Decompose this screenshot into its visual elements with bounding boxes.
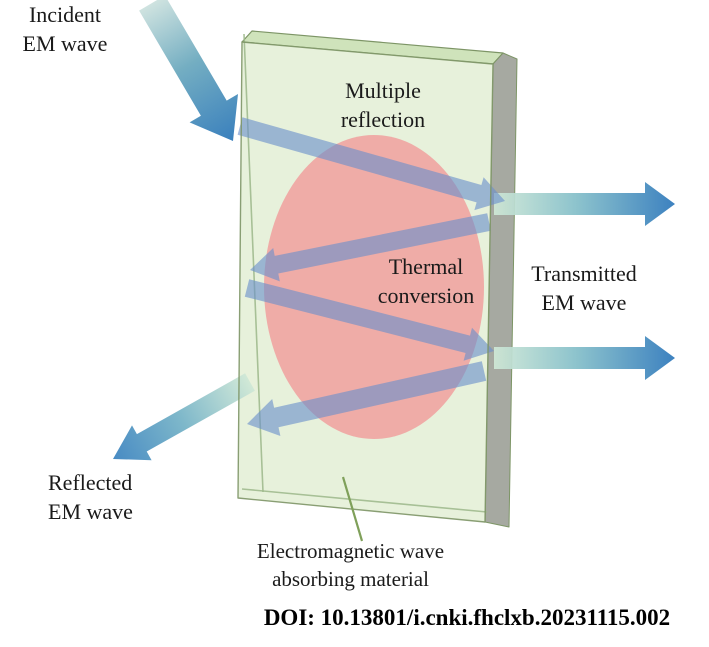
internal-reflection-arrows: [237, 117, 505, 436]
transmitted-em-wave-label: Transmitted EM wave: [503, 259, 665, 317]
incident-label-line1: Incident: [28, 2, 102, 27]
multiple-reflection-line1: Multiple: [345, 78, 421, 103]
internal-arrow-4: [247, 361, 487, 436]
thermal-conversion-line1: Thermal: [388, 254, 464, 279]
absorbing-material-label: Electromagnetic wave absorbing material: [228, 537, 473, 593]
multiple-reflection-line2: reflection: [340, 107, 426, 132]
transmitted-arrow-upper: [494, 182, 675, 226]
incident-em-wave-label: Incident EM wave: [4, 0, 126, 58]
transmitted-label-line2: EM wave: [541, 290, 627, 315]
incident-label-line2: EM wave: [22, 31, 108, 56]
transmitted-arrow-lower: [494, 336, 675, 380]
material-label-line1: Electromagnetic wave: [256, 539, 445, 563]
reflected-label-line1: Reflected: [48, 470, 133, 495]
material-label-line2: absorbing material: [272, 567, 429, 591]
slab-front-outline: [237, 41, 494, 523]
reflected-em-wave-label: Reflected EM wave: [48, 468, 198, 526]
internal-arrow-2: [250, 213, 491, 282]
internal-arrow-3: [244, 279, 494, 361]
thermal-conversion-ellipse: [264, 135, 484, 439]
internal-arrow-1: [237, 117, 505, 211]
multiple-reflection-label: Multiple reflection: [303, 76, 463, 134]
leader-line: [341, 476, 364, 542]
reflected-label-line2: EM wave: [48, 499, 133, 524]
transmitted-label-line1: Transmitted: [531, 261, 637, 286]
thermal-conversion-line2: conversion: [377, 283, 475, 308]
doi-text: DOI: 10.13801/i.cnki.fhclxb.20231115.002: [263, 605, 671, 630]
thermal-conversion-label: Thermal conversion: [346, 252, 506, 310]
slab-inner-bottom-edge: [241, 488, 488, 513]
incident-arrow: [139, 0, 238, 141]
reflected-arrow: [113, 373, 255, 461]
